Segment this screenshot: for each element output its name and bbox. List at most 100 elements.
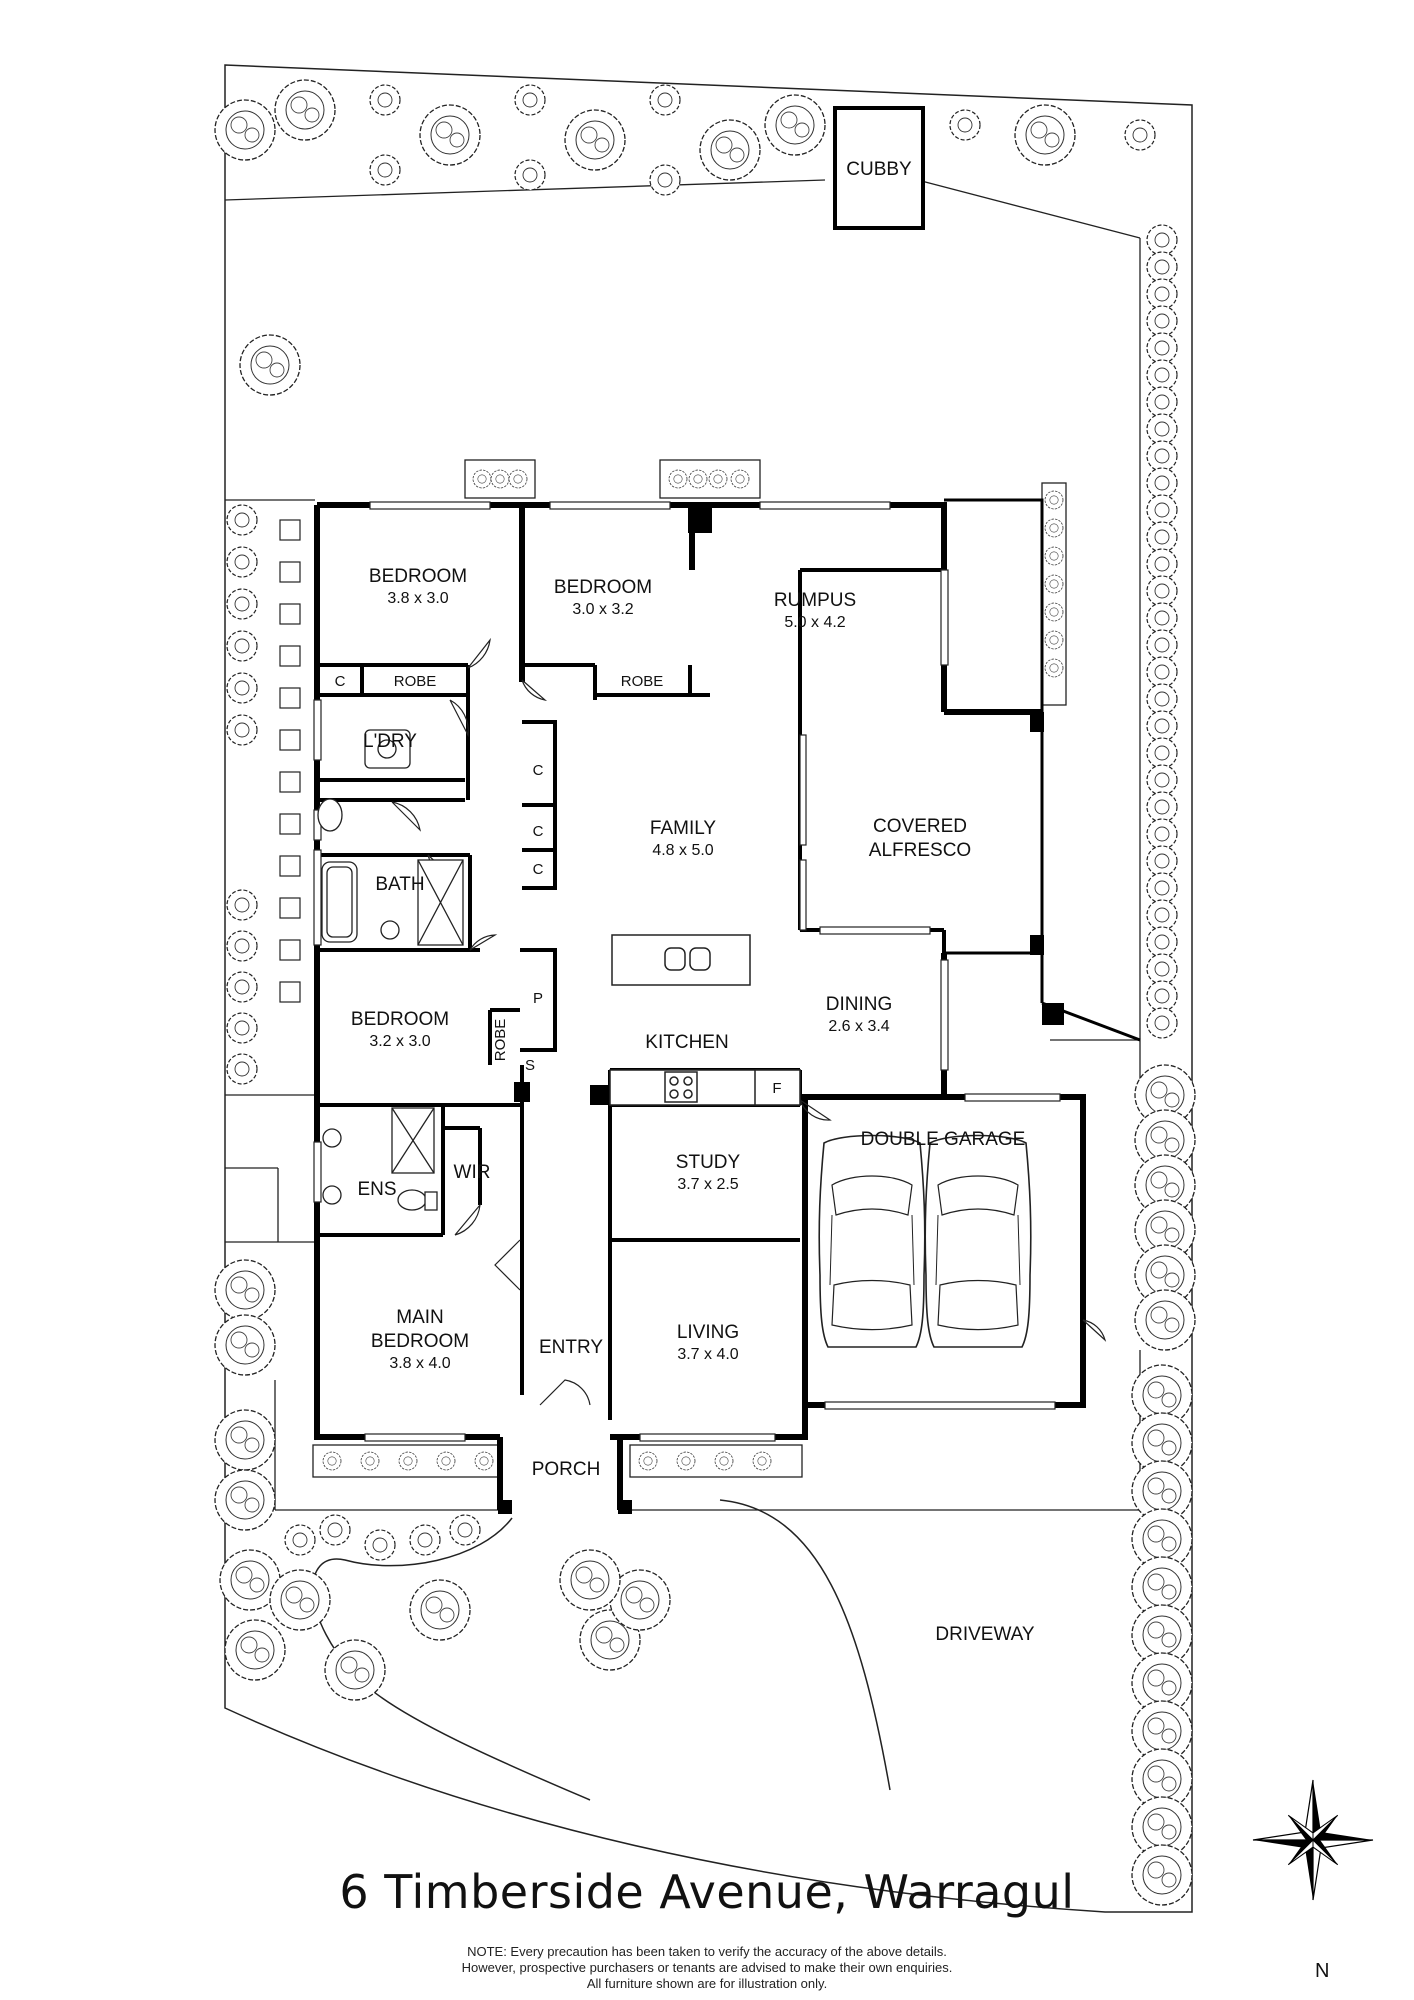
- tree-icon: [226, 930, 258, 962]
- tree-icon: [1134, 1289, 1196, 1351]
- tree-icon: [1146, 494, 1178, 526]
- tree-icon: [1044, 658, 1064, 678]
- tree-icon: [1146, 440, 1178, 472]
- sink-icon: [664, 947, 686, 971]
- room-name: BEDROOM: [369, 566, 467, 587]
- tree-icon: [490, 469, 510, 489]
- stepping-stone: [279, 855, 301, 877]
- tree-icon: [284, 1524, 316, 1556]
- tree-icon: [638, 1451, 658, 1471]
- tree-icon: [714, 1451, 734, 1471]
- room-size: 2.6 x 3.4: [828, 1018, 889, 1035]
- tree-icon: [1146, 278, 1178, 310]
- tree-icon: [226, 630, 258, 662]
- tree-icon: [949, 109, 981, 141]
- tree-icon: [1146, 629, 1178, 661]
- tree-icon: [1146, 872, 1178, 904]
- property-boundary: [224, 64, 1193, 1913]
- property-address: 6 Timberside Avenue, Warragul: [339, 1865, 1075, 1919]
- tree-icon: [1146, 818, 1178, 850]
- room-name: ENTRY: [539, 1337, 603, 1358]
- tree-icon: [1146, 764, 1178, 796]
- disclaimer-note: NOTE: Every precaution has been taken to…: [0, 1944, 1414, 1992]
- basin-icon: [322, 1128, 342, 1148]
- room-name: C: [533, 861, 544, 878]
- room-labels: BEDROOM 3.8 x 3.0 BEDROOM 3.0 x 3.2 RUMP…: [335, 566, 1035, 1645]
- tree-icon: [274, 79, 336, 141]
- toilet-icon: [317, 798, 343, 832]
- north-label: N: [1315, 1960, 1330, 1982]
- cooktop-icon: [664, 1071, 698, 1103]
- room-name: RUMPUS: [774, 590, 856, 611]
- tree-icon: [474, 1451, 494, 1471]
- tree-icon: [239, 334, 301, 396]
- tree-icon: [1146, 332, 1178, 364]
- room-size: 3.8 x 3.0: [387, 590, 448, 607]
- tree-icon: [1044, 574, 1064, 594]
- basin-icon: [322, 1185, 342, 1205]
- room-name: S: [525, 1057, 535, 1074]
- cubby-label: CUBBY: [846, 159, 912, 180]
- tree-icon: [1146, 926, 1178, 958]
- tree-icon: [1146, 521, 1178, 553]
- room-size: 3.7 x 4.0: [677, 1346, 738, 1363]
- tree-icon: [1146, 224, 1178, 256]
- tree-icon: [369, 154, 401, 186]
- stepping-stones: [279, 519, 301, 1003]
- room-name: WIR: [454, 1162, 491, 1183]
- room-name: STUDY: [676, 1152, 741, 1173]
- tree-icon: [1146, 359, 1178, 391]
- tree-icon: [514, 159, 546, 191]
- tree-icon: [226, 1053, 258, 1085]
- tree-row-north: [214, 79, 1156, 396]
- room-size: 3.8 x 4.0: [389, 1355, 450, 1372]
- stepping-stone: [279, 729, 301, 751]
- room-name: COVERED: [873, 816, 967, 837]
- stepping-stone: [279, 645, 301, 667]
- tree-icon: [472, 469, 492, 489]
- tree-icon: [322, 1451, 342, 1471]
- tree-icon: [1146, 305, 1178, 337]
- tree-icon: [1124, 119, 1156, 151]
- room-name: P: [533, 990, 543, 1007]
- room-name: ENS: [357, 1179, 396, 1200]
- room-name: BEDROOM: [371, 1331, 469, 1352]
- tree-icon: [688, 469, 708, 489]
- tree-icon: [1044, 602, 1064, 622]
- tree-icon: [564, 109, 626, 171]
- tree-icon: [226, 546, 258, 578]
- interior-lines: [944, 498, 1141, 1042]
- tree-icon: [319, 1514, 351, 1546]
- tree-icon: [269, 1569, 331, 1631]
- room-name: ROBE: [492, 1019, 509, 1062]
- tree-icon: [369, 84, 401, 116]
- room-name: C: [335, 673, 346, 690]
- tree-icon: [559, 1549, 621, 1611]
- tree-icon: [226, 714, 258, 746]
- room-name: C: [533, 762, 544, 779]
- tree-icon: [699, 119, 761, 181]
- tree-icon: [364, 1529, 396, 1561]
- room-name: ALFRESCO: [869, 840, 971, 861]
- cubby: [833, 106, 925, 230]
- tree-icon: [1146, 251, 1178, 283]
- room-name: PORCH: [532, 1459, 601, 1480]
- tree-icon: [1014, 104, 1076, 166]
- tree-icon: [324, 1639, 386, 1701]
- room-name: F: [772, 1080, 781, 1097]
- tree-icon: [1146, 1007, 1178, 1039]
- tree-icon: [668, 469, 688, 489]
- tree-icon: [676, 1451, 696, 1471]
- tree-icon: [1044, 518, 1064, 538]
- tree-icon: [708, 469, 728, 489]
- room-name: BEDROOM: [351, 1009, 449, 1030]
- room-name: DOUBLE GARAGE: [861, 1129, 1026, 1150]
- car-icon: [924, 1134, 1032, 1348]
- stepping-stone: [279, 771, 301, 793]
- tree-icon: [226, 504, 258, 536]
- tree-icon: [752, 1451, 772, 1471]
- note-line: However, prospective purchasers or tenan…: [461, 1960, 953, 1975]
- tree-icon: [1044, 546, 1064, 566]
- tree-icon: [226, 672, 258, 704]
